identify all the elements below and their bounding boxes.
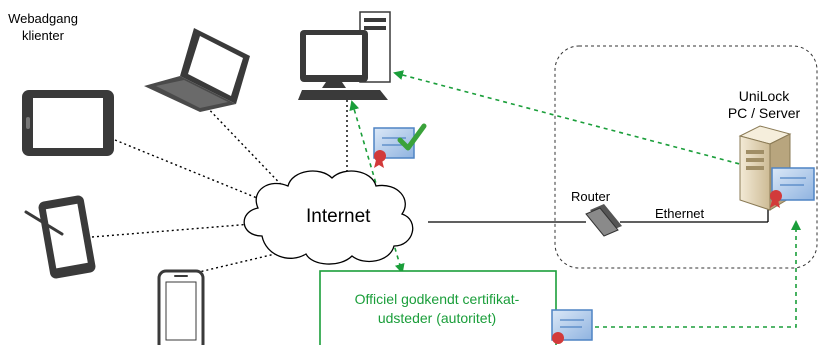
ca-label-line1: Officiel godkendt certifikat- (354, 291, 520, 307)
certificate-icon-ca (551, 309, 593, 344)
desktop-pc-icon (298, 11, 391, 100)
checkmark-icon (397, 123, 427, 151)
unilock-boundary (554, 45, 818, 269)
server-label: UniLock PC / Server (714, 88, 814, 122)
clients-label: Webadgang klienter (4, 10, 82, 44)
laptop-icon (144, 28, 250, 112)
router-icon (585, 204, 622, 237)
certificate-icon-pc (373, 127, 415, 168)
link-smartphone (181, 249, 293, 277)
internet-label: Internet (306, 206, 371, 227)
server-label-line1: UniLock (738, 88, 790, 104)
server-label-line2: PC / Server (727, 105, 801, 121)
link-stylus-tablet (91, 223, 253, 238)
arrow-ca-to-server (595, 220, 801, 328)
ethernet-label: Ethernet (655, 206, 705, 221)
stylus-tablet-icon (24, 195, 96, 279)
certificate-icon-server (770, 167, 815, 208)
cloud-icon (243, 170, 414, 265)
arrow-server-to-pc (393, 70, 771, 173)
tablet-icon (22, 90, 114, 156)
router-label: Router (571, 189, 611, 204)
clients-label-line2: klienter (22, 28, 64, 43)
smartphone-icon (157, 269, 205, 345)
ca-label: Officiel godkendt certifikat- udsteder (… (326, 290, 548, 328)
clients-label-line1: Webadgang (8, 11, 78, 26)
ca-box (319, 270, 557, 345)
link-tablet (114, 139, 263, 201)
client-links (91, 95, 348, 277)
link-laptop (199, 99, 293, 197)
ca-label-line2: udsteder (autoritet) (377, 310, 497, 326)
